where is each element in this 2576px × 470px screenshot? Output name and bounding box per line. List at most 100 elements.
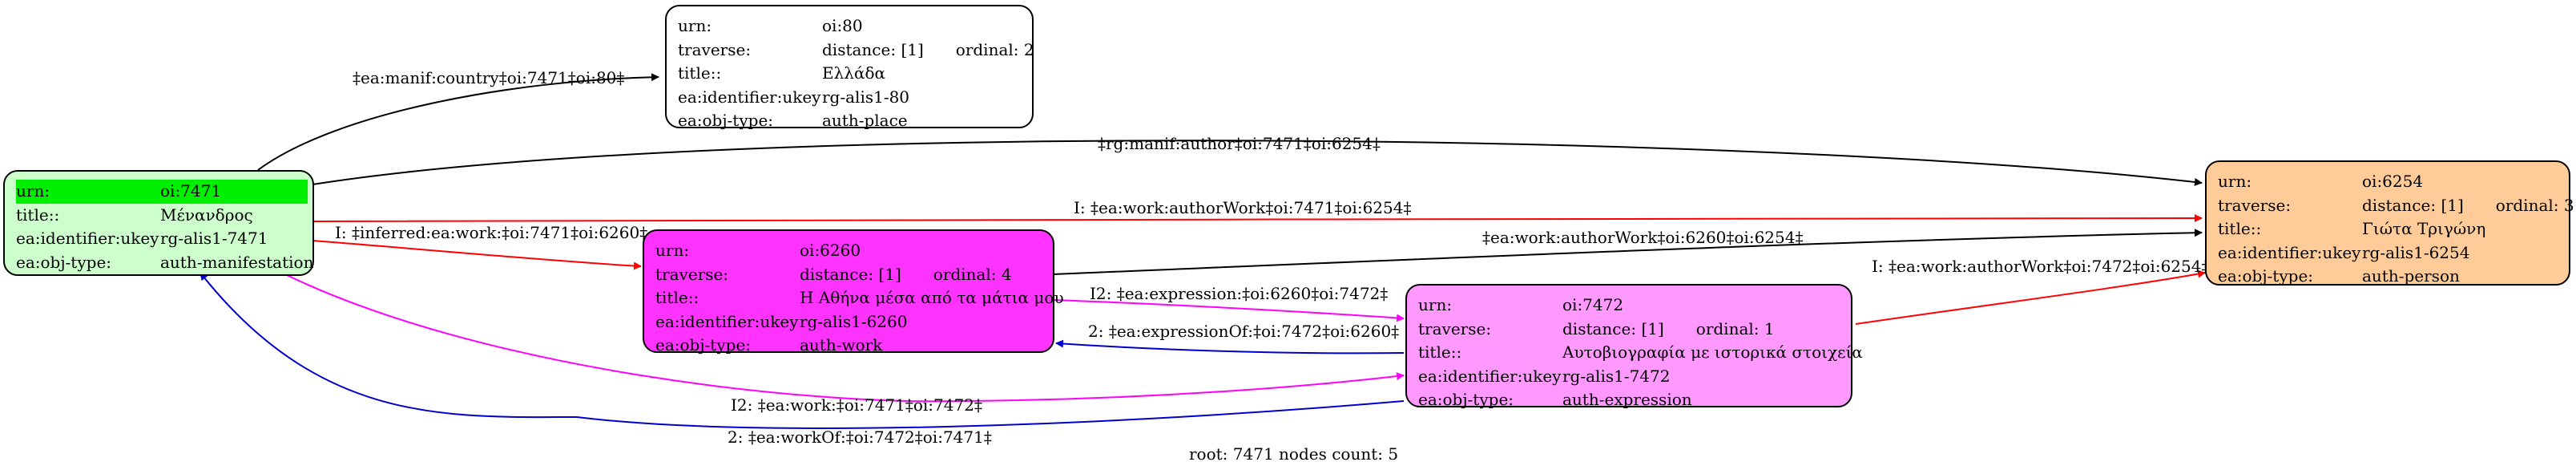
ukey-key: ea:identifier:ukey — [1418, 366, 1562, 386]
title-value: Ελλάδα — [822, 63, 886, 83]
edge-manif-country — [257, 73, 659, 171]
row-traverse: traverse: distance: [1] ordinal: 1 — [1418, 318, 1851, 342]
row-type: ea:obj-type: auth-place — [678, 109, 1032, 133]
ordinal-value: ordinal: 3 — [2495, 195, 2574, 215]
row-traverse: traverse: distance: [1] ordinal: 3 — [2218, 194, 2574, 218]
row-urn: urn: oi:7472 — [1418, 294, 1851, 318]
type-value: auth-manifestation — [160, 252, 314, 272]
edge-label-expressionof: 2: ‡ea:expressionOf:‡oi:7472‡oi:6260‡ — [1088, 322, 1399, 341]
ukey-key: ea:identifier:ukey — [2218, 242, 2361, 262]
title-value: Γιώτα Τριγώνη — [2362, 219, 2486, 238]
urn-key: urn: — [1418, 295, 1453, 314]
urn-value: oi:6254 — [2362, 172, 2424, 191]
urn-key: urn: — [678, 16, 712, 35]
title-key: title:: — [16, 205, 60, 225]
row-ukey: ea:identifier:ukey rg-alis1-6260 — [655, 310, 1053, 334]
traverse-value: distance: [1] — [1562, 318, 1664, 338]
ukey-key: ea:identifier:ukey — [655, 311, 799, 331]
row-type: ea:obj-type: auth-person — [2218, 265, 2569, 289]
ukey-value: rg-alis1-6254 — [2362, 242, 2470, 262]
title-key: title:: — [678, 63, 722, 83]
edge-authorwork-inferred — [312, 214, 2203, 223]
ukey-value: rg-alis1-7471 — [160, 229, 268, 248]
node-oi-7471[interactable]: urn: oi:7471 title:: Μένανδρος ea:identi… — [3, 170, 314, 276]
row-title: title:: Η Αθήνα μέσα από τα μάτια μου — [655, 286, 1064, 310]
urn-value: oi:7471 — [160, 180, 308, 204]
row-urn: urn: oi:6254 — [2218, 170, 2569, 194]
title-key: title:: — [655, 288, 699, 307]
urn-value: oi:6260 — [800, 241, 861, 260]
row-ukey: ea:identifier:ukey rg-alis1-7472 — [1418, 365, 1851, 389]
title-key: title:: — [1418, 342, 1462, 362]
edge-expression — [1052, 299, 1405, 322]
row-traverse: traverse: distance: [1] ordinal: 2 — [678, 38, 1034, 63]
row-urn: urn: oi:6260 — [655, 239, 1053, 263]
row-ukey: ea:identifier:ukey rg-alis1-6254 — [2218, 241, 2569, 265]
row-type: ea:obj-type: auth-manifestation — [16, 251, 314, 275]
ordinal-value: ordinal: 1 — [1695, 318, 1775, 338]
type-value: auth-expression — [1562, 390, 1692, 409]
type-key: ea:obj-type: — [1418, 390, 1514, 409]
title-value: Αυτοβιογραφία με ιστορικά στοιχεία — [1562, 342, 1863, 362]
edge-label-inferred-work: I: ‡inferred:ea:work:‡oi:7471‡oi:6260‡ — [335, 223, 647, 242]
urn-key: urn: — [2218, 172, 2252, 191]
edge-label-work-authorwork: ‡ea:work:authorWork‡oi:6260‡oi:6254‡ — [1482, 228, 1803, 247]
traverse-key: traverse: — [678, 39, 752, 59]
edge-work-i2 — [284, 273, 1405, 403]
row-ukey: ea:identifier:ukey rg-alis1-7471 — [16, 227, 312, 251]
traverse-key: traverse: — [655, 264, 729, 284]
traverse-key: traverse: — [1418, 318, 1492, 338]
edge-inferred-work — [312, 240, 642, 270]
ukey-value: rg-alis1-6260 — [800, 311, 908, 331]
traverse-key: traverse: — [2218, 195, 2292, 215]
ukey-key: ea:identifier:ukey — [16, 229, 159, 248]
edge-work-authorwork — [1052, 229, 2203, 275]
traverse-value: distance: [1] — [822, 39, 924, 59]
row-ukey: ea:identifier:ukey rg-alis1-80 — [678, 86, 1032, 110]
edge-label-workof: 2: ‡ea:workOf:‡oi:7472‡oi:7471‡ — [728, 427, 992, 447]
node-oi-6254[interactable]: urn: oi:6254 traverse: distance: [1] ord… — [2205, 160, 2574, 289]
row-type: ea:obj-type: auth-expression — [1418, 388, 1851, 412]
type-key: ea:obj-type: — [655, 335, 752, 355]
title-value: Μένανδρος — [160, 205, 253, 225]
edge-expr-authorwork — [1855, 269, 2206, 325]
ordinal-value: ordinal: 2 — [955, 39, 1034, 59]
urn-value: oi:80 — [822, 16, 863, 35]
edge-manif-author — [312, 140, 2203, 186]
type-key: ea:obj-type: — [678, 111, 774, 130]
graph-footer: root: 7471 nodes count: 5 — [1189, 444, 1399, 464]
type-key: ea:obj-type: — [2218, 266, 2314, 286]
edge-label-expression: I2: ‡ea:expression:‡oi:6260‡oi:7472‡ — [1090, 284, 1388, 303]
ordinal-value: ordinal: 4 — [933, 264, 1012, 284]
type-key: ea:obj-type: — [16, 252, 112, 272]
title-key: title:: — [2218, 219, 2262, 238]
edge-label-manif-country: ‡ea:manif:country‡oi:7471‡oi:80‡ — [353, 68, 624, 87]
edge-label-manif-author: ‡rg:manif:author‡oi:7471‡oi:6254‡ — [1098, 134, 1381, 153]
traverse-value: distance: [1] — [2362, 195, 2464, 215]
edge-workof — [200, 272, 1405, 429]
row-urn: urn: oi:7471 — [16, 180, 312, 204]
ukey-value: rg-alis1-80 — [822, 87, 910, 107]
traverse-value: distance: [1] — [800, 264, 901, 284]
edge-expressionof — [1055, 339, 1405, 355]
node-oi-80[interactable]: urn: oi:80 traverse: distance: [1] ordin… — [665, 5, 1034, 130]
row-title: title:: Μένανδρος — [16, 204, 312, 228]
type-value: auth-place — [822, 111, 908, 130]
type-value: auth-work — [800, 335, 883, 355]
row-urn: urn: oi:80 — [678, 14, 1032, 38]
row-title: title:: Ελλάδα — [678, 62, 1032, 86]
row-title: title:: Αυτοβιογραφία με ιστορικά στοιχε… — [1418, 341, 1863, 365]
node-oi-7472[interactable]: urn: oi:7472 traverse: distance: [1] ord… — [1405, 284, 1863, 409]
edge-label-authorwork-inferred: I: ‡ea:work:authorWork‡oi:7471‡oi:6254‡ — [1074, 198, 1411, 217]
urn-value: oi:7472 — [1562, 295, 1624, 314]
row-title: title:: Γιώτα Τριγώνη — [2218, 217, 2569, 241]
row-type: ea:obj-type: auth-work — [655, 334, 1053, 358]
node-oi-6260[interactable]: urn: oi:6260 traverse: distance: [1] ord… — [643, 229, 1064, 355]
row-traverse: traverse: distance: [1] ordinal: 4 — [655, 263, 1053, 287]
urn-key: urn: — [16, 180, 160, 204]
title-value: Η Αθήνα μέσα από τα μάτια μου — [800, 288, 1064, 307]
ukey-key: ea:identifier:ukey — [678, 87, 821, 107]
edge-label-work-i2: I2: ‡ea:work:‡oi:7471‡oi:7472‡ — [731, 395, 982, 415]
urn-key: urn: — [655, 241, 690, 260]
